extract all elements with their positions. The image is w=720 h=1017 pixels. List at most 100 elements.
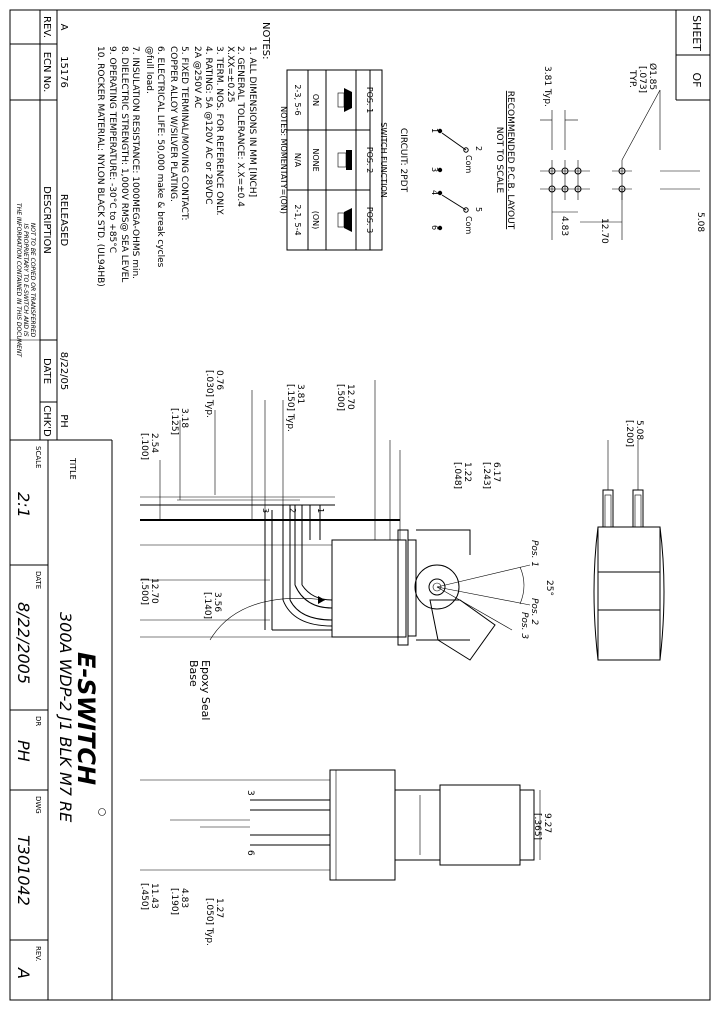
dim-5-08-in: [.200] (624, 420, 634, 447)
dim-11-43-in: [.450] (139, 883, 149, 910)
rocker-pos-1-icon (337, 88, 352, 112)
pos-1-terms: 2-3, 5-6 (293, 84, 302, 115)
dim-6-17: 6.17 (491, 462, 501, 482)
title-label: TITLE (68, 457, 77, 480)
pcb-holes (540, 160, 632, 200)
logo-text: E-SWITCH (72, 652, 100, 785)
circuit-label-com-2: Com (464, 216, 473, 234)
notes-heading: NOTES: (260, 22, 271, 60)
date-label: DATE (34, 571, 42, 589)
dr-value: PH (14, 740, 33, 762)
note-line: 1. ALL DIMENSIONS IN MM [INCH] (247, 46, 257, 197)
dim-12-70-top-in: [.500] (335, 384, 345, 411)
rev-value-title: A (14, 967, 33, 979)
terminal-label-1: 1 (316, 508, 325, 513)
drawing-title: 300A WDP-2 J1 BLK M7 RE (56, 612, 75, 823)
pos-2-label: Pos. 2 (529, 598, 539, 625)
description-header: DESCRIPTION (41, 186, 52, 254)
switch-body (331, 539, 407, 638)
epoxy-label-2: Base (187, 660, 200, 687)
epoxy-label-1: Epoxy Seal (199, 660, 212, 720)
pcb-layout: RECOMMENDED P.C.B. LAYOUT NOT TO SCALE (494, 63, 705, 244)
dwg-label: DWG (34, 796, 42, 814)
circuit-label-5: 5 (474, 207, 483, 212)
circuit-label-4: 4 (430, 190, 439, 195)
note-line: 10. ROCKER MATERIAL: NYLON BLACK STD. (U… (95, 46, 105, 287)
sheet-label: SHEET (690, 15, 703, 51)
rocker-pos-2-icon (337, 150, 352, 170)
dim-2-54: 2.54 (149, 433, 159, 453)
notes: NOTES: 1. ALL DIMENSIONS IN MM [INCH] 2.… (95, 22, 271, 287)
pcb-dim-3: 4.83 (559, 216, 569, 236)
dim-3-56: 3.56 (212, 592, 222, 612)
note-line: 5. FIXED TERMINAL/MOVING CONTACT: (179, 46, 189, 221)
switch-function-title: SWITCH FUNCTION (379, 122, 388, 197)
ecn-header: ECN No. (41, 52, 52, 93)
dim-5-08: 5.08 (634, 420, 644, 440)
note-line: 9. OPERATING TEMPERATURE: -30°C to +85°C (107, 46, 117, 253)
dim-6-17-in: [.243] (481, 462, 491, 489)
dwg-value: T301042 (14, 835, 33, 906)
dim-1-27-in: [.050] Typ. (204, 898, 214, 946)
dim-3-18-in: [.125] (169, 408, 179, 435)
rev-header: REV. (41, 16, 52, 38)
pcb-hole-typ: TYP. (627, 69, 637, 88)
pcb-hole-dim-in: [.073] (637, 66, 647, 93)
dim-4-83: 4.83 (179, 888, 189, 908)
dim-12-70-bottom: 12.70 (149, 578, 159, 604)
dim-11-43: 11.43 (149, 883, 159, 909)
description-value: RELEASED (58, 194, 69, 247)
pos-3-label: Pos. 3 (519, 612, 529, 639)
rocker-pivot (414, 564, 460, 610)
confidential-line-1: THE INFORMATION CONTAINED IN THIS DOCUME… (15, 203, 22, 358)
dr-label: DR (34, 716, 42, 726)
rocker-pos-3-icon (337, 208, 352, 232)
dim-12-70-bottom-in: [.500] (139, 578, 149, 605)
terminal-label-2: 2 (288, 508, 297, 513)
pos-1-label: Pos. 1 (529, 540, 539, 567)
pos-1-state: ON (311, 94, 320, 106)
note-line: 2A @250V AC (192, 46, 202, 108)
pcb-layout-subtitle: NOT TO SCALE (494, 127, 504, 194)
pcb-dim-1: 5.08 (695, 212, 705, 232)
rocker-lever (429, 599, 496, 661)
switch-function-note: NOTES: MOMENTATY=(ON) (279, 106, 288, 214)
note-line: 3. TERM. NOS. FOR REFERENCE ONLY. (214, 46, 224, 215)
dim-3-18: 3.18 (179, 408, 189, 428)
note-line: 7. INSULATION RESISTANCE: 1000MEGA-OHMS … (130, 46, 140, 279)
pos-1-header: POS. 1 (365, 87, 374, 113)
switch-function-table: SWITCH FUNCTION POS. 1 POS. 2 POS. 3 ON … (279, 69, 388, 251)
dim-1-27: 1.27 (214, 898, 224, 918)
dim-9-27: 9.27 (542, 813, 552, 833)
registered-mark (98, 808, 106, 816)
angle-25: 25° (544, 580, 554, 596)
dim-3-81-in: [.150] Typ. (285, 384, 295, 432)
dim-1-22-in: [.048] (452, 462, 462, 489)
rev-value: A (58, 24, 69, 31)
note-line: 4. RATING: 5A @120V AC or 28VDC (203, 46, 213, 205)
end-term-label-6: 6 (245, 850, 255, 856)
terminal-label-3: 3 (261, 508, 270, 513)
rev-label-title: REV. (34, 946, 42, 961)
circuit-label-2: 2 (474, 146, 483, 151)
title-block: TITLE 300A WDP-2 J1 BLK M7 RE E-SWITCH S… (10, 439, 113, 1000)
dim-4-83-in: [.190] (169, 888, 179, 915)
pos-2-state: NONE (311, 148, 320, 171)
pos-2-header: POS. 2 (365, 147, 374, 173)
pcb-layout-title: RECOMMENDED P.C.B. LAYOUT (505, 91, 515, 230)
e-switch-logo: E-SWITCH (72, 652, 106, 816)
note-line: 8. DIELECTRIC STRENGTH: 1,000V RMS@ SEA … (119, 46, 129, 282)
top-view (593, 440, 665, 661)
circuit-label-com-1: Com (464, 155, 473, 173)
end-term-label-3: 3 (245, 790, 255, 796)
pcb-pitch-dim: 3.81 Typ. (542, 66, 552, 107)
sheet-of-label: OF (690, 73, 703, 88)
ecn-value: 15176 (58, 56, 69, 88)
dim-12-70-top: 12.70 (345, 384, 355, 410)
sheet-of-box: SHEET OF (675, 10, 710, 101)
dim-9-27-in: [.365] (532, 813, 542, 840)
scale-value: 2:1 (14, 492, 33, 518)
dim-1-22: 1.22 (462, 462, 472, 482)
